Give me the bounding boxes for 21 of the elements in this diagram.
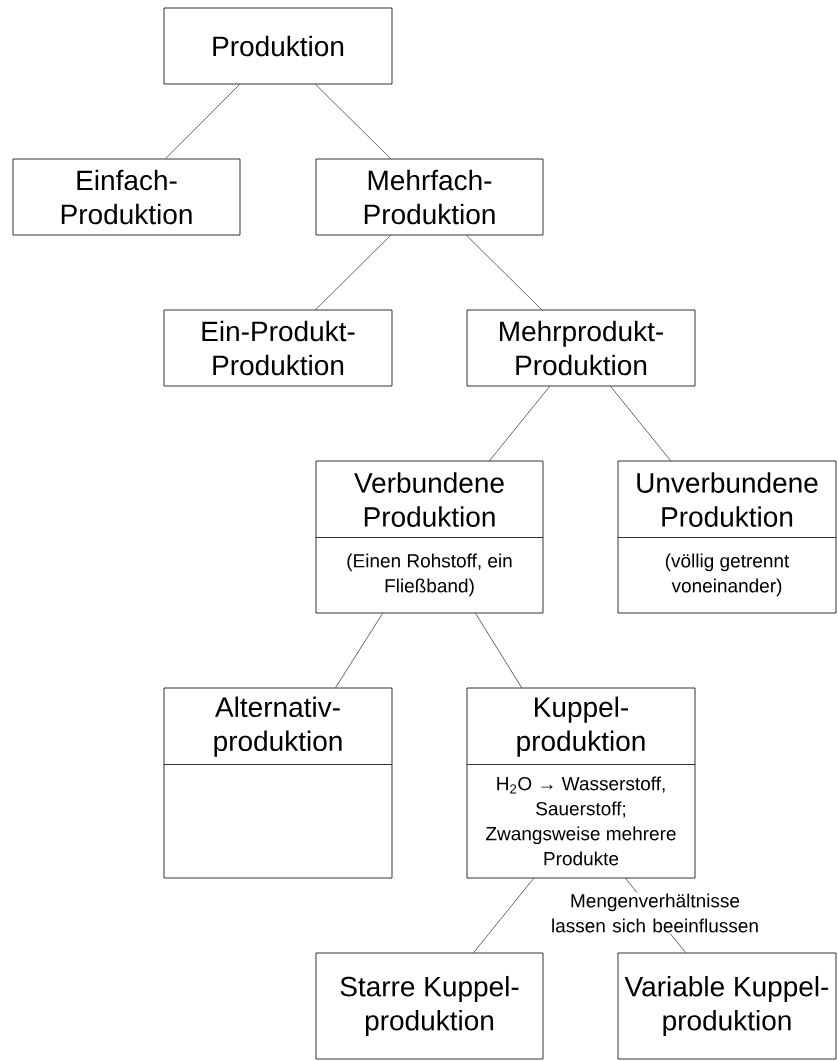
process-box: Kuppel- produktion H$_{2}$O → Wasserstoff, Sauerstoff; Zwangsweise mehrere Produkte — [466, 687, 696, 879]
connector-line — [315, 235, 391, 310]
connector-line — [610, 386, 671, 461]
process-box: Alternativ- produktion — [163, 687, 393, 879]
process-box: Produktion — [163, 7, 393, 85]
connector-line — [489, 386, 550, 461]
process-box: Einfach- Produktion — [12, 158, 241, 236]
connector-line — [466, 235, 542, 310]
connector-line — [315, 84, 391, 159]
process-box: Ein-Produkt- Produktion — [163, 309, 393, 387]
process-box: Verbundene Produktion (Einen Rohstoff, ein Fließband) — [315, 460, 544, 614]
process-box: Variable Kuppel- produktion — [617, 952, 837, 1060]
connector-line — [335, 613, 383, 688]
connector-line — [473, 878, 534, 953]
connector-line — [475, 613, 522, 688]
process-box: Unverbundene Produktion (völlig getrennt voneinander) — [617, 460, 837, 614]
process-box: Starre Kuppel- produktion — [315, 952, 544, 1060]
connector-line — [165, 84, 240, 159]
process-box: Mehrfach- Produktion — [315, 158, 544, 236]
edge-label: Mengenverhältnisse lassen sich beeinflussen — [536, 892, 774, 934]
process-box: Mehrprodukt- Produktion — [466, 309, 696, 387]
